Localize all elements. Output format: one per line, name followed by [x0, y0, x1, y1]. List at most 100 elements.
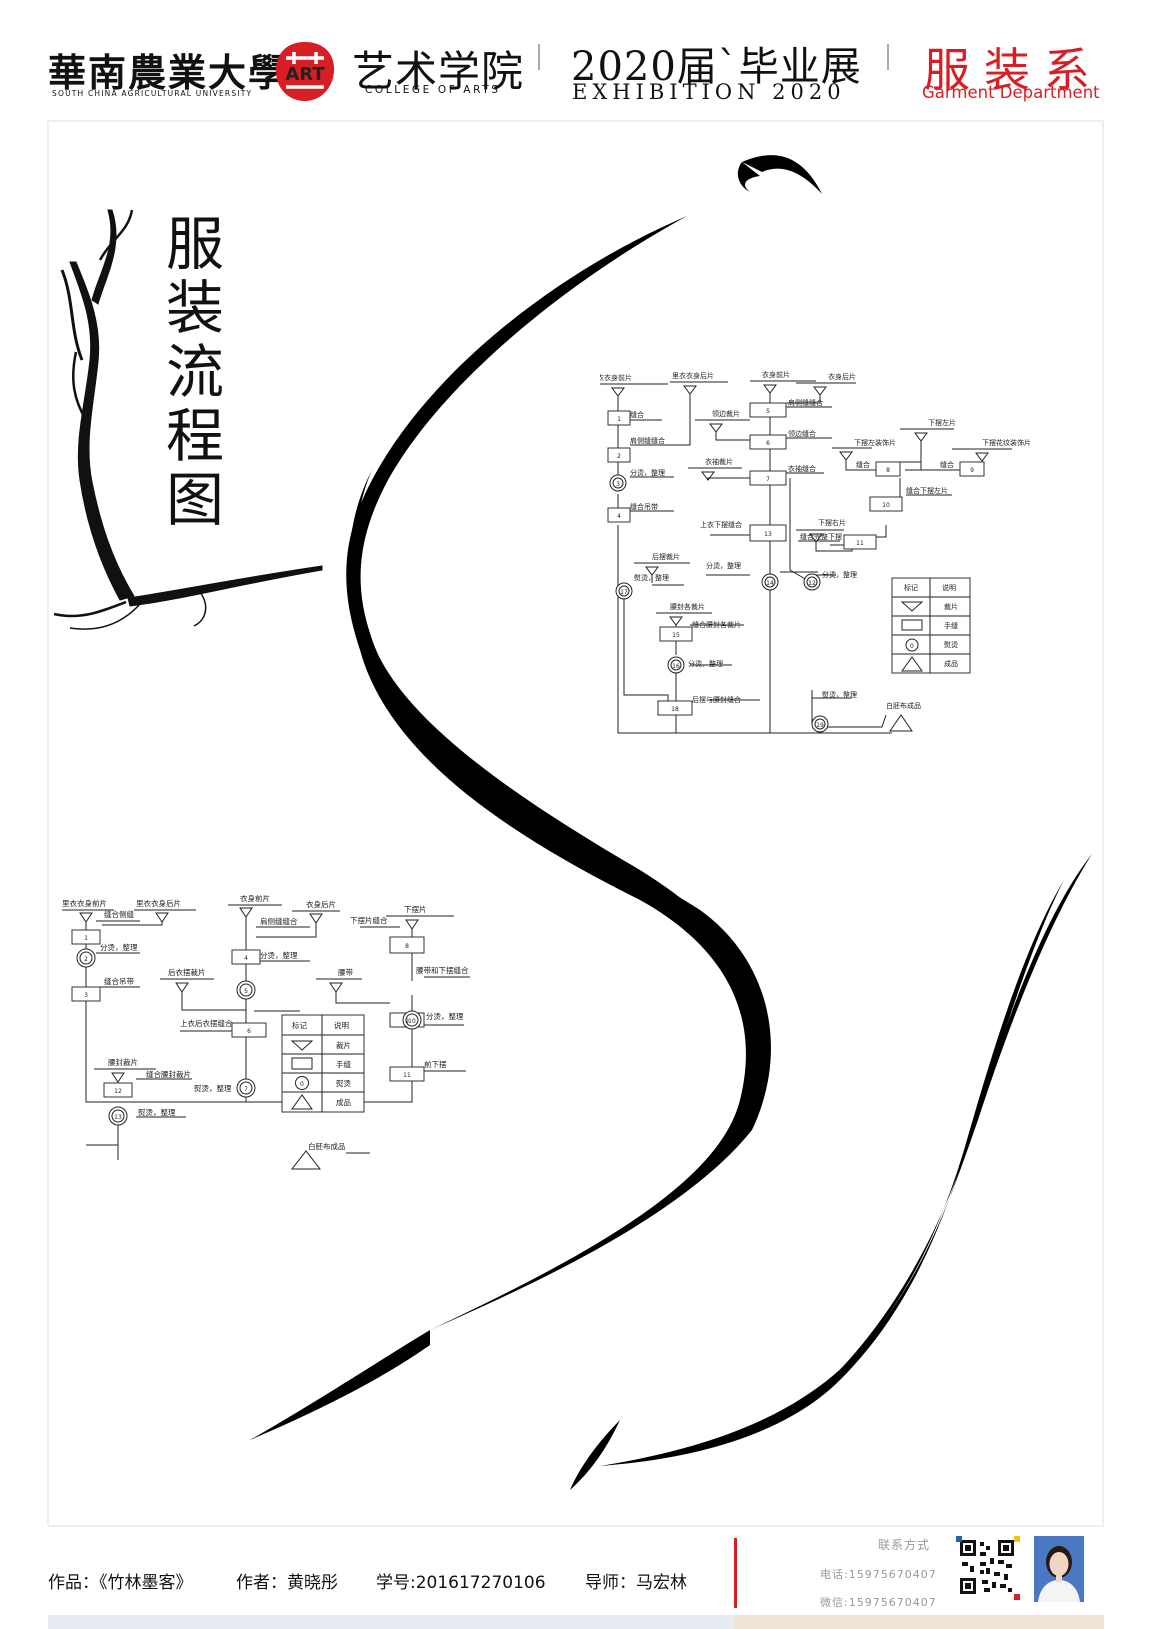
step-label: 分烫，整理: [100, 942, 138, 952]
header-divider: [538, 44, 540, 70]
title-char: 流: [165, 338, 224, 406]
qr-corner-blue: [956, 1536, 962, 1542]
legend-table: 标记 说明 0 裁片 手缝 熨烫 成品: [281, 1014, 365, 1113]
department-name-cn: 服装系: [924, 43, 1104, 97]
contact-title: 联系方式: [878, 1538, 931, 1552]
title-char: 装: [165, 274, 224, 342]
work-title: 作品：《竹林墨客》: [48, 1573, 193, 1593]
step-label: 缝合侧缝: [104, 909, 134, 919]
step-number: 1: [617, 416, 621, 423]
step-number: 13: [114, 1114, 122, 1121]
legend-circle-glyph: 0: [910, 643, 914, 650]
legend-row-label: 裁片: [336, 1040, 351, 1050]
step-label: 缝合腰封裁片: [146, 1069, 191, 1079]
input-label: 后摆裁片: [652, 552, 680, 561]
step-number: 3: [84, 992, 88, 999]
step-label: 分烫，整理: [426, 1011, 464, 1021]
step-label: 腰带和下摆缝合: [416, 965, 469, 975]
university-name-en: SOUTH CHINA AGRICULTURAL UNIVERSITY: [52, 89, 253, 98]
legend-row-label: 裁片: [944, 602, 958, 611]
step-number: 2: [84, 956, 88, 963]
step-number: 18: [671, 706, 679, 713]
legend-table: 标记 说明 0 裁片 手缝 熨烫 成品: [891, 577, 971, 674]
frame-top-line: [48, 120, 1104, 122]
input-label: 腰封裁片: [108, 1057, 138, 1067]
input-label: 里衣衣身后片: [672, 371, 714, 380]
input-label: 后衣摆裁片: [168, 967, 206, 977]
legend-row-label: 手缝: [944, 621, 958, 630]
college-name-cn: 艺术学院: [352, 47, 525, 96]
page-title: 服 装 流 程 图: [158, 212, 232, 532]
flowchart-bottom: 里衣衣身前片 里衣衣身后片 衣身前片 衣身后片 下摆片 后衣摆裁片 腰带 腰封裁…: [62, 895, 470, 1170]
step-label: 缝合腰封各裁片: [692, 620, 741, 629]
step-label: 分烫，整理: [822, 570, 857, 579]
input-label: 里衣衣身后片: [136, 898, 181, 908]
step-label: 上衣后衣摆缝合: [180, 1018, 233, 1028]
step-number: 8: [886, 467, 890, 474]
flowchart-top: 里衣衣身前片 里衣衣身后片 衣身前片 衣身后片 领边裁片 衣袖裁片 下摆左片 下…: [600, 370, 1031, 734]
step-number: 16: [672, 663, 680, 670]
frame-left-line: [47, 120, 49, 1525]
step-number: 14: [766, 580, 774, 587]
logo-text: ART: [285, 64, 325, 85]
author: 作者：黄晓彤: [236, 1573, 338, 1593]
step-label: 熨烫，整理: [634, 573, 669, 582]
step-number: 4: [617, 513, 621, 520]
portrait-icon: [1034, 1536, 1084, 1602]
input-label: 衣袖裁片: [705, 457, 733, 466]
step-number: 17: [620, 589, 628, 596]
step-label: 缝合吊带: [630, 502, 658, 511]
step-label: 熨烫，整理: [822, 690, 857, 699]
step-label: 前下摆: [424, 1059, 447, 1069]
step-number: 9: [405, 1018, 409, 1025]
step-label: 缝合吊带: [104, 976, 134, 986]
step-label: 肩侧缝缝合: [788, 398, 823, 407]
step-label: 上衣下摆缝合: [700, 520, 742, 529]
step-label: 分烫，整理: [706, 561, 741, 570]
legend-row-label: 熨烫: [944, 640, 958, 649]
input-label: 腰带: [338, 968, 353, 977]
step-label: 领边缝合: [788, 429, 816, 438]
step-label: 分烫，整理: [630, 468, 665, 477]
exhibition-title-cn: 2020届`毕业展: [571, 44, 862, 90]
qr-code-icon: [958, 1538, 1016, 1596]
title-char: 服: [165, 210, 224, 278]
step-number: 3: [616, 481, 620, 488]
input-label: 衣身前片: [240, 895, 270, 903]
step-number: 13: [764, 531, 772, 538]
step-label: 缝合: [856, 460, 870, 469]
frame-right-line: [1102, 120, 1104, 1525]
input-label: 下摆左装饰片: [854, 438, 896, 447]
step-number: 19: [816, 722, 824, 729]
college-name-en: COLLEGE OF ARTS: [365, 84, 501, 96]
title-char: 程: [165, 402, 224, 470]
step-label: 缝合下摆左片: [906, 486, 948, 495]
qr-corner-yellow: [1014, 1536, 1020, 1542]
final-product-label: 白胚布成品: [886, 701, 921, 710]
step-label: 熨烫，整理: [138, 1107, 176, 1117]
title-char: 图: [165, 466, 224, 534]
step-label: 缝合: [940, 460, 954, 469]
frame-bottom-line: [48, 1525, 1104, 1527]
input-label: 下摆片: [404, 904, 427, 914]
qr-corner-red: [1014, 1594, 1020, 1600]
legend-header-desc: 说明: [334, 1020, 349, 1030]
legend-header-mark: 标记: [292, 1020, 307, 1030]
step-number: 4: [244, 955, 248, 962]
step-number: 11: [403, 1072, 411, 1079]
legend-header-desc: 说明: [942, 583, 956, 592]
step-label: 肩侧缝缝合: [260, 916, 298, 926]
college-logo-icon: ART: [276, 42, 335, 101]
legend-circle-glyph: 0: [300, 1081, 304, 1088]
footer-divider: [734, 1538, 737, 1608]
input-label: 里衣衣身前片: [62, 898, 107, 908]
author-photo: [1034, 1536, 1084, 1602]
step-number: 12: [808, 580, 816, 587]
plum-branch-icon: [53, 209, 323, 630]
input-label: 下摆左片: [928, 418, 956, 427]
input-label: 领边裁片: [712, 409, 740, 418]
step-number: 5: [244, 988, 248, 995]
header: 華南農業大學 SOUTH CHINA AGRICULTURAL UNIVERSI…: [0, 0, 1152, 118]
step-label: 下摆片缝合: [350, 915, 388, 925]
